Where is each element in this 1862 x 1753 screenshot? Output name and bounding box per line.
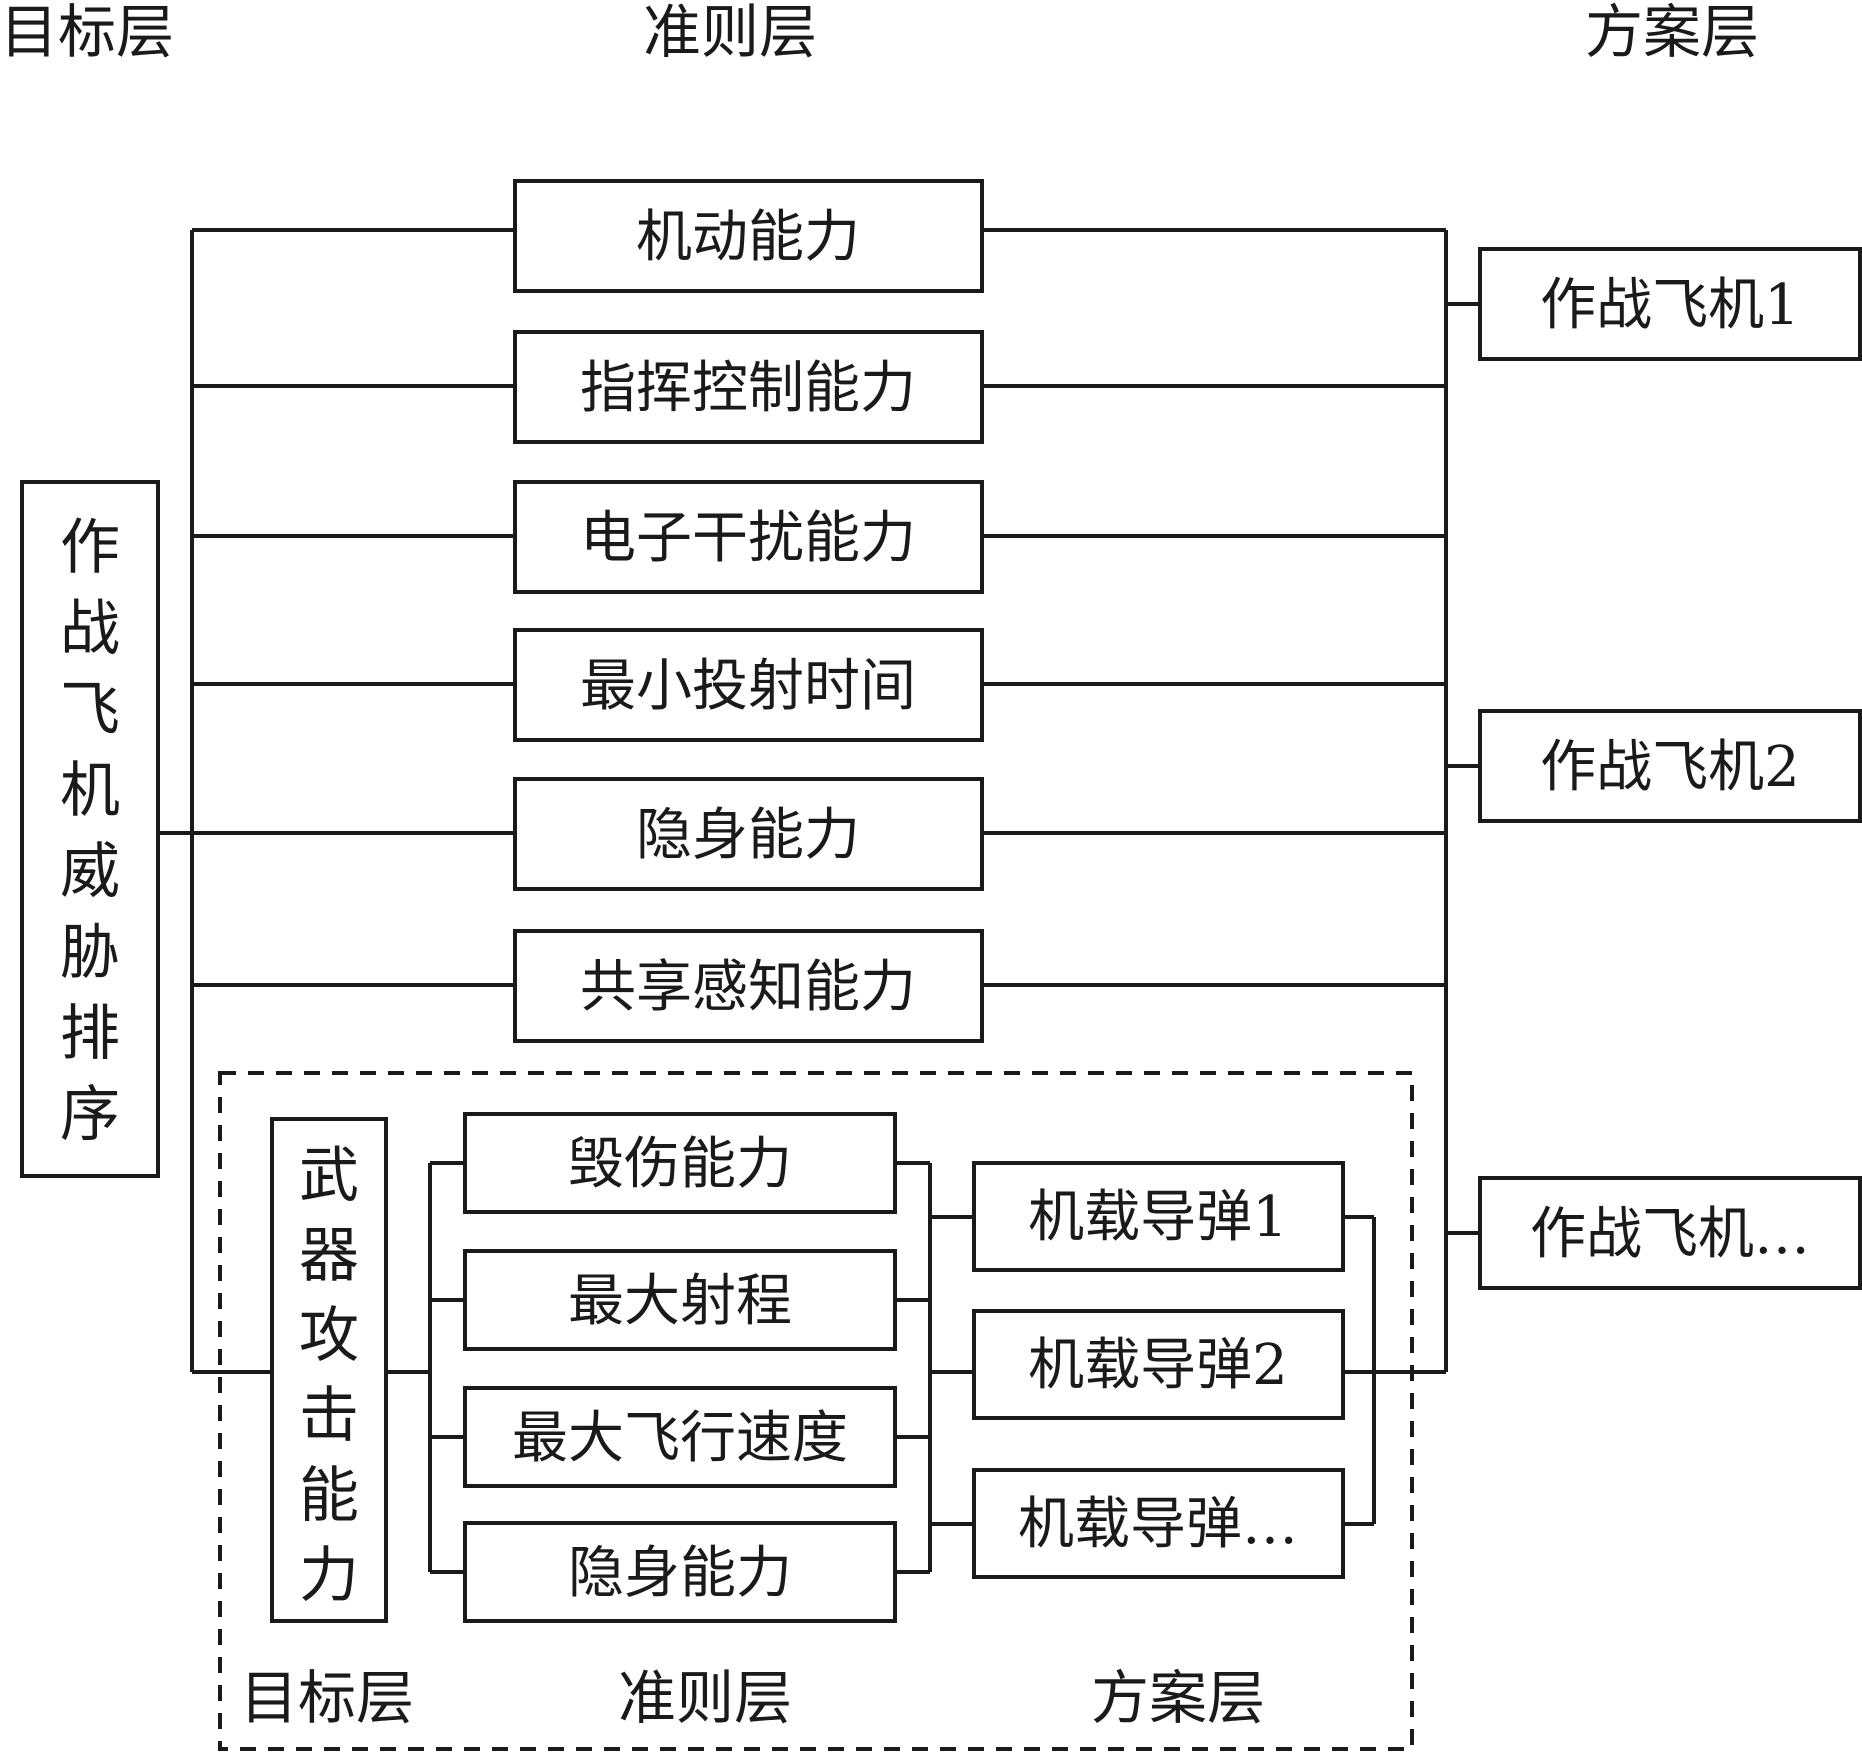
sub-goal-label-char: 力 xyxy=(299,1541,359,1611)
header-goal-layer: 目标层 xyxy=(0,0,174,66)
scheme-box-3 xyxy=(1478,1176,1862,1290)
sub-header-goal-layer: 目标层 xyxy=(240,1664,414,1732)
scheme-label-3: 作战飞机… xyxy=(1530,1202,1810,1267)
sub-header-scheme-layer: 方案层 xyxy=(1091,1664,1265,1732)
sub-criterion-box-3 xyxy=(463,1386,897,1488)
sub-header-criteria-layer: 准则层 xyxy=(618,1664,792,1732)
criterion-label-1: 机动能力 xyxy=(636,205,860,270)
scheme-label-2: 作战飞机2 xyxy=(1540,735,1800,800)
criterion-box-1 xyxy=(513,179,984,293)
criterion-box-2 xyxy=(513,330,984,444)
sub-goal-label-char: 器 xyxy=(299,1221,359,1291)
sub-scheme-box-2 xyxy=(972,1309,1345,1420)
criterion-label-2: 指挥控制能力 xyxy=(580,356,916,421)
sub-goal-label-char: 击 xyxy=(299,1381,359,1451)
sub-hierarchy-dashed-frame xyxy=(218,1071,1414,1751)
goal-label-char: 作 xyxy=(60,513,120,583)
goal-label-char: 排 xyxy=(60,999,120,1069)
sub-scheme-label-1: 机载导弹1 xyxy=(1028,1185,1288,1250)
scheme-label-1: 作战飞机1 xyxy=(1540,273,1800,338)
sub-criterion-box-2 xyxy=(463,1249,897,1351)
criterion-box-6 xyxy=(513,929,984,1043)
sub-goal-label-char: 武 xyxy=(299,1141,359,1211)
scheme-box-2 xyxy=(1478,709,1862,823)
sub-criterion-box-4 xyxy=(463,1521,897,1623)
criterion-box-3 xyxy=(513,480,984,594)
sub-criterion-label-4: 隐身能力 xyxy=(568,1541,792,1606)
sub-scheme-box-3 xyxy=(972,1468,1345,1579)
goal-label-char: 威 xyxy=(60,837,120,907)
goal-connectors xyxy=(158,228,515,1374)
criterion-label-6: 共享感知能力 xyxy=(580,955,916,1020)
header-scheme-layer: 方案层 xyxy=(1585,0,1759,66)
sub-criterion-label-2: 最大射程 xyxy=(568,1269,792,1334)
sub-scheme-label-2: 机载导弹2 xyxy=(1028,1333,1288,1398)
header-criteria-layer: 准则层 xyxy=(643,0,817,66)
goal-label-char: 胁 xyxy=(60,918,120,988)
criterion-label-5: 隐身能力 xyxy=(636,803,860,868)
goal-label-char: 飞 xyxy=(60,675,120,745)
goal-label-char: 战 xyxy=(60,594,120,664)
sub-goal-box xyxy=(270,1117,388,1623)
scheme-box-1 xyxy=(1478,247,1862,361)
sub-scheme-label-3: 机载导弹… xyxy=(1018,1492,1298,1557)
goal-label-char: 机 xyxy=(60,756,120,826)
sub-criterion-label-3: 最大飞行速度 xyxy=(512,1406,848,1471)
scheme-nodes: 作战飞机1 作战飞机2 作战飞机… xyxy=(1478,247,1862,1290)
criterion-box-5 xyxy=(513,777,984,891)
criterion-box-4 xyxy=(513,628,984,742)
goal-label-char: 序 xyxy=(60,1080,120,1150)
sub-criterion-label-1: 毁伤能力 xyxy=(568,1132,792,1197)
scheme-connectors xyxy=(982,228,1480,1374)
sub-goal-label-char: 攻 xyxy=(299,1301,359,1371)
criterion-label-3: 电子干扰能力 xyxy=(580,506,916,571)
sub-scheme-box-1 xyxy=(972,1161,1345,1272)
sub-criterion-box-1 xyxy=(463,1112,897,1214)
sub-goal-label-char: 能 xyxy=(299,1461,359,1531)
criterion-label-4: 最小投射时间 xyxy=(580,654,916,719)
criteria-nodes: 机动能力 指挥控制能力 电子干扰能力 最小投射时间 隐身能力 共享感知能力 xyxy=(513,179,984,1043)
